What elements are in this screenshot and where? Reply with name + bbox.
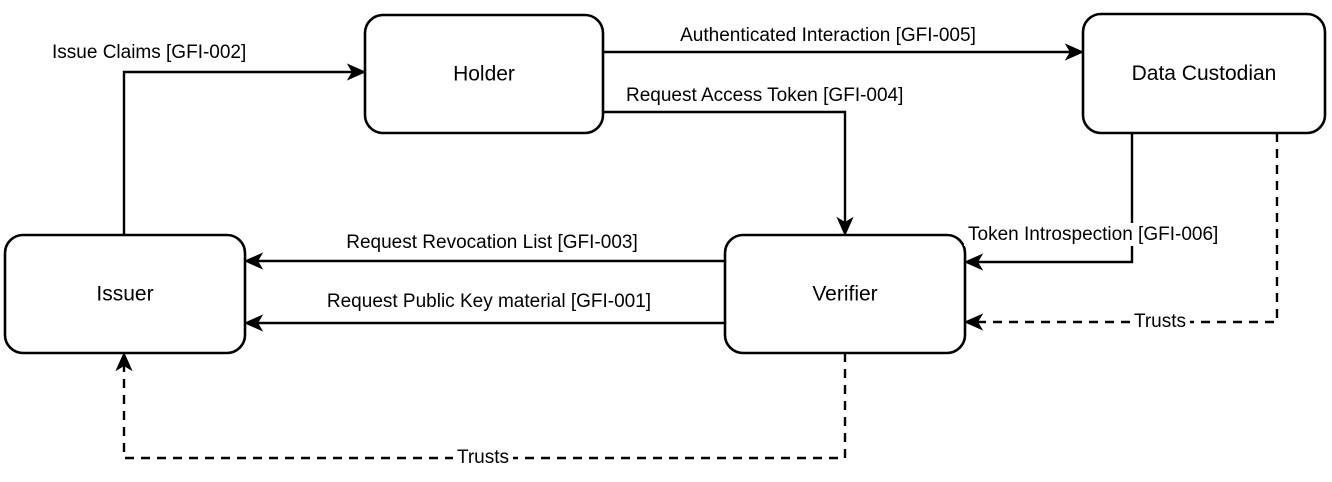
edge-gfi-005-label-backdrop bbox=[676, 24, 980, 48]
edge-gfi-002-path[interactable] bbox=[122, 70, 357, 235]
edge-gfi-003[interactable] bbox=[243, 252, 725, 270]
edge-gfi-001-label: Request Public Key material [GFI-001] bbox=[327, 291, 651, 312]
edge-trusts-custodian-verifier-label-backdrop bbox=[1129, 310, 1191, 334]
edge-trusts-verifier-issuer-label: Trusts bbox=[457, 447, 509, 468]
arrowhead-down-icon bbox=[836, 216, 854, 237]
node-data_custodian[interactable]: Data Custodian bbox=[1081, 12, 1327, 135]
edge-gfi-003-label-backdrop bbox=[342, 231, 642, 255]
edge-trusts-verifier-issuer[interactable] bbox=[115, 351, 847, 460]
node-data_custodian-label: Data Custodian bbox=[1132, 62, 1277, 85]
edge-trusts-custodian-verifier-label-group: Trusts bbox=[1129, 310, 1191, 334]
edge-gfi-001-label-group: Request Public Key material [GFI-001] bbox=[322, 290, 656, 314]
edges-layer bbox=[115, 43, 1279, 460]
arrowhead-left-icon bbox=[243, 252, 264, 270]
edge-gfi-003-label: Request Revocation List [GFI-003] bbox=[346, 232, 637, 253]
edge-trusts-verifier-issuer-path[interactable] bbox=[122, 353, 847, 460]
edge-trusts-custodian-verifier-path[interactable] bbox=[975, 133, 1279, 324]
edge-trusts-verifier-issuer-label-backdrop bbox=[452, 446, 514, 470]
edge-gfi-002-label: Issue Claims [GFI-002] bbox=[52, 42, 246, 63]
edge-gfi-005-label: Authenticated Interaction [GFI-005] bbox=[680, 25, 976, 46]
edge-gfi-006-path[interactable] bbox=[973, 133, 1134, 264]
edge-gfi-005-label-group: Authenticated Interaction [GFI-005] bbox=[676, 24, 980, 48]
edge-gfi-004-label-backdrop bbox=[622, 84, 908, 108]
node-issuer-box[interactable] bbox=[3, 233, 247, 355]
arrowhead-right-icon bbox=[346, 63, 367, 81]
arrowhead-left-icon bbox=[963, 253, 984, 271]
arrowhead-left-icon bbox=[963, 313, 984, 331]
node-verifier-box[interactable] bbox=[723, 233, 967, 355]
edge-gfi-002[interactable] bbox=[122, 63, 367, 236]
node-issuer[interactable]: Issuer bbox=[3, 233, 247, 355]
edge-trusts-custodian-verifier[interactable] bbox=[963, 133, 1279, 331]
arrowhead-right-icon bbox=[1064, 43, 1085, 61]
edge-gfi-001-label-backdrop bbox=[322, 290, 656, 314]
node-holder-label: Holder bbox=[453, 63, 515, 86]
edge-gfi-003-label-group: Request Revocation List [GFI-003] bbox=[342, 231, 642, 255]
edge-gfi-004-label-group: Request Access Token [GFI-004] bbox=[622, 84, 908, 108]
node-holder[interactable]: Holder bbox=[363, 13, 605, 135]
edge-gfi-005[interactable] bbox=[603, 43, 1085, 61]
edge-gfi-004-label: Request Access Token [GFI-004] bbox=[626, 85, 903, 106]
node-verifier[interactable]: Verifier bbox=[723, 233, 967, 355]
edge-gfi-001[interactable] bbox=[243, 314, 725, 332]
edge-trusts-custodian-verifier-label: Trusts bbox=[1134, 311, 1186, 332]
edge-trusts-verifier-issuer-label-group: Trusts bbox=[452, 446, 514, 470]
edge-gfi-006-label-backdrop bbox=[964, 223, 1223, 247]
edge-gfi-006-label: Token Introspection [GFI-006] bbox=[968, 224, 1218, 245]
edge-gfi-006-label-group: Token Introspection [GFI-006] bbox=[964, 223, 1223, 247]
node-holder-box[interactable] bbox=[363, 13, 605, 135]
edge-gfi-002-label-group: Issue Claims [GFI-002] bbox=[48, 41, 251, 65]
edge-gfi-004[interactable] bbox=[603, 110, 854, 237]
node-issuer-label: Issuer bbox=[96, 283, 153, 306]
edge-gfi-006[interactable] bbox=[963, 133, 1134, 271]
arrowhead-up-icon bbox=[115, 351, 133, 372]
edge-labels-layer: Issue Claims [GFI-002] Authenticated Inte… bbox=[48, 24, 1223, 470]
node-verifier-label: Verifier bbox=[812, 283, 877, 306]
arrowhead-left-icon bbox=[243, 314, 264, 332]
node-data_custodian-box[interactable] bbox=[1081, 12, 1327, 135]
edge-gfi-002-label-backdrop bbox=[48, 41, 251, 65]
edge-gfi-004-path[interactable] bbox=[603, 110, 847, 227]
